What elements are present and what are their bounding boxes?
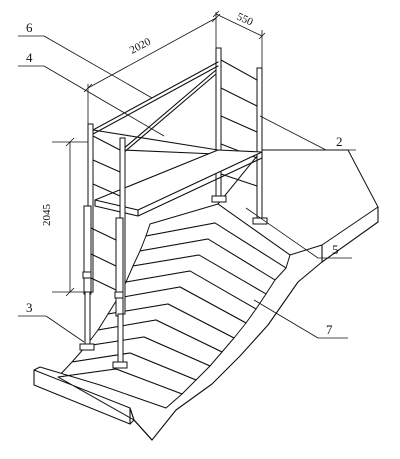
stair-stringer bbox=[151, 261, 323, 441]
scaffold bbox=[79, 47, 268, 369]
callout-7: 7 bbox=[326, 322, 333, 337]
callout-6: 6 bbox=[26, 20, 33, 35]
cross-braces bbox=[92, 61, 219, 155]
callout-3: 3 bbox=[26, 300, 33, 315]
callout-2: 2 bbox=[336, 134, 343, 149]
callouts: 6 4 2 5 7 3 bbox=[18, 20, 356, 343]
dimension-length: 2020 bbox=[128, 35, 153, 56]
rear-ladder-frame bbox=[211, 47, 268, 225]
front-ladder-frame bbox=[79, 123, 128, 369]
callout-5: 5 bbox=[332, 242, 339, 257]
dimension-width: 550 bbox=[235, 11, 255, 29]
dimension-height: 2045 bbox=[41, 204, 53, 227]
staircase bbox=[33, 149, 379, 441]
callout-4: 4 bbox=[26, 50, 33, 65]
